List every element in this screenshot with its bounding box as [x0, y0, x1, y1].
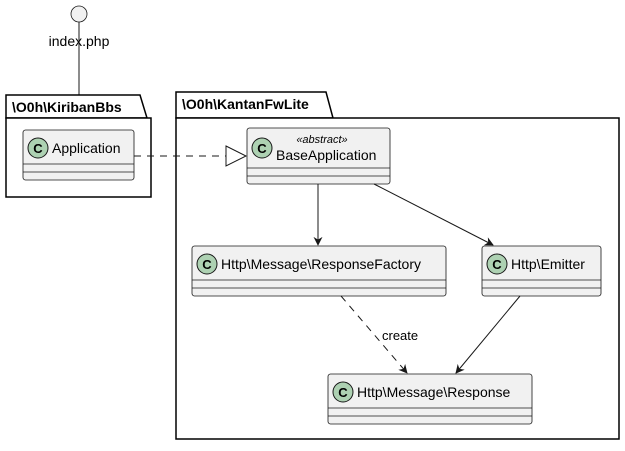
class-name: Application	[52, 140, 121, 156]
class-name: BaseApplication	[276, 147, 376, 163]
package-title: \O0h\KantanFwLite	[182, 96, 309, 112]
class-emitter[interactable]: C Http\Emitter	[481, 245, 602, 297]
class-stereotype: «abstract»	[296, 134, 347, 146]
class-marker-icon	[251, 137, 273, 159]
class-marker-letter: C	[338, 385, 348, 400]
class-box	[191, 245, 447, 297]
dependency-factory-creates-response	[340, 295, 408, 374]
association-emitter-to-response	[455, 295, 521, 374]
class-name: Http\Emitter	[511, 256, 585, 272]
class-response[interactable]: C Http\Message\Response	[327, 373, 533, 425]
class-application[interactable]: C Application	[22, 129, 135, 181]
class-marker-letter: C	[33, 141, 43, 156]
class-box	[22, 129, 135, 181]
class-marker-icon	[332, 381, 354, 403]
realization-application-to-base	[134, 145, 248, 167]
class-box	[481, 245, 602, 297]
package-title: \O0h\KiribanBbs	[12, 99, 122, 115]
entry-point-icon[interactable]	[70, 5, 88, 23]
class-base-application[interactable]: C «abstract» BaseApplication	[246, 127, 391, 185]
association-base-to-emitter	[373, 183, 494, 246]
class-marker-letter: C	[492, 257, 502, 272]
relation-label-create: create	[382, 328, 418, 343]
class-box	[327, 373, 533, 425]
class-marker-icon	[27, 137, 49, 159]
class-marker-letter: C	[257, 141, 267, 156]
class-marker-letter: C	[202, 257, 212, 272]
class-response-factory[interactable]: C Http\Message\ResponseFactory	[191, 245, 447, 297]
class-marker-icon	[486, 253, 508, 275]
class-name: Http\Message\Response	[357, 384, 511, 400]
class-marker-icon	[196, 253, 218, 275]
class-name: Http\Message\ResponseFactory	[221, 256, 421, 272]
hollow-triangle-icon	[225, 145, 248, 167]
